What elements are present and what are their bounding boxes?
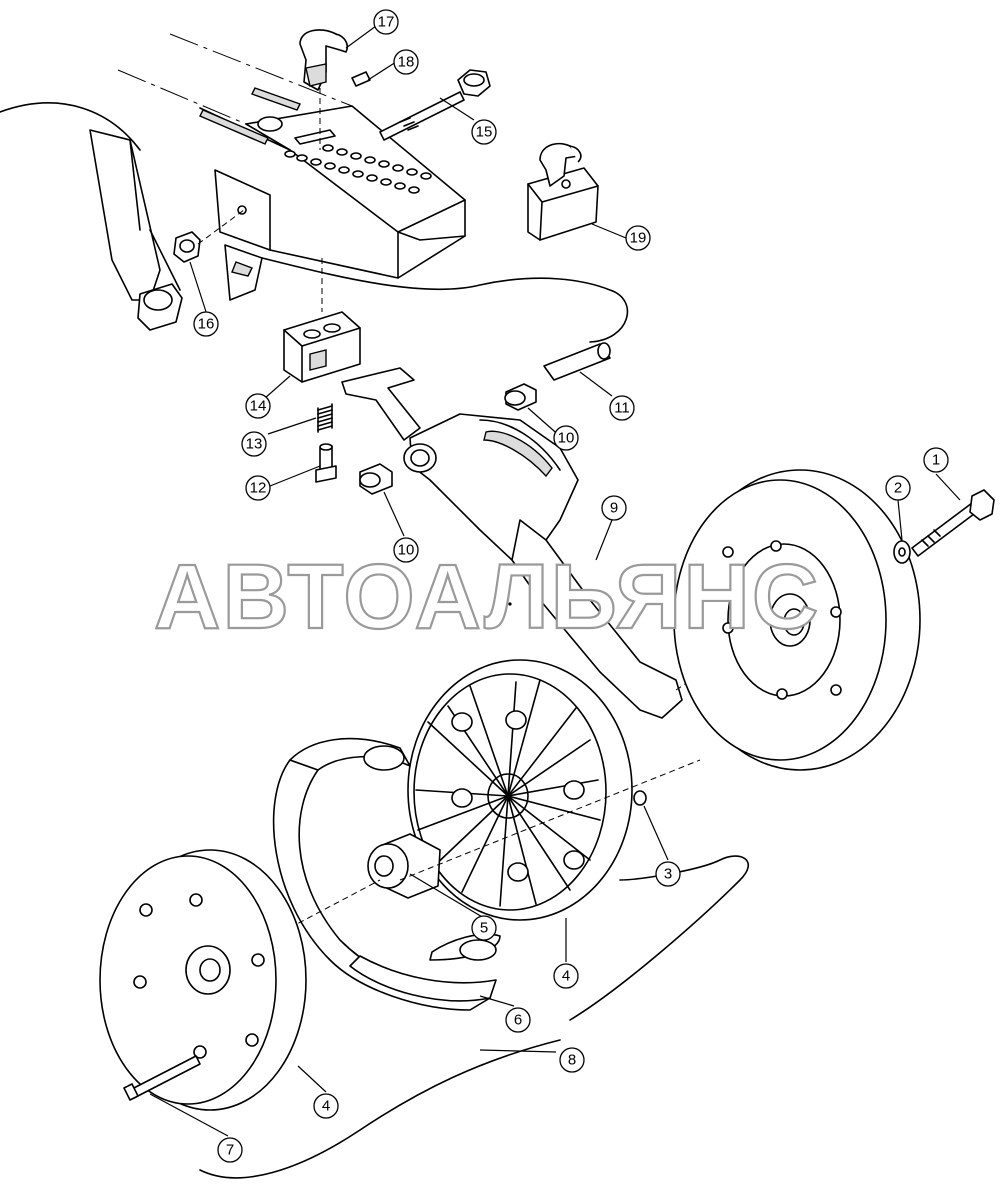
svg-text:18: 18	[398, 54, 415, 71]
svg-text:15: 15	[476, 124, 493, 141]
callout-7: 7	[217, 1137, 243, 1163]
svg-text:4: 4	[322, 1098, 330, 1115]
bracket-holes	[284, 144, 432, 194]
callout-17: 17	[373, 9, 399, 35]
watermark-text: АВТОАЛЬЯНС	[154, 546, 820, 648]
svg-text:2: 2	[894, 480, 902, 497]
callout-9: 9	[601, 495, 627, 521]
callout-19: 19	[625, 225, 651, 251]
callout-4-left-wheel: 4	[313, 1093, 339, 1119]
hub-wheel-4	[407, 659, 633, 921]
svg-text:4: 4	[562, 968, 570, 985]
callout-8: 8	[559, 1047, 585, 1073]
bushing-10-bottom	[359, 463, 393, 495]
arm-9	[341, 367, 781, 719]
washer-2	[893, 540, 911, 564]
svg-text:8: 8	[568, 1052, 576, 1069]
tire-6	[272, 737, 501, 1011]
callout-12: 12	[245, 475, 271, 501]
bolt-1	[911, 489, 995, 557]
nut-3	[633, 790, 647, 806]
bolt-15	[379, 69, 491, 141]
callout-5: 5	[471, 915, 497, 941]
spring-13	[317, 403, 333, 433]
left-wheel-4	[99, 849, 307, 1111]
callout-10-bottom: 10	[393, 537, 419, 563]
pin-12	[315, 443, 337, 483]
latch-handle-17	[299, 29, 371, 150]
leader-lines	[149, 25, 961, 1137]
callout-11: 11	[609, 395, 635, 421]
callout-1: 1	[923, 447, 949, 473]
svg-text:6: 6	[514, 1012, 522, 1029]
callout-4-hub: 4	[553, 963, 579, 989]
svg-text:5: 5	[480, 920, 488, 937]
callout-16: 16	[193, 311, 219, 337]
svg-text:9: 9	[610, 500, 618, 517]
callout-10-top: 10	[553, 425, 579, 451]
svg-text:7: 7	[226, 1142, 234, 1159]
frame-bracket	[0, 33, 629, 343]
svg-text:11: 11	[614, 400, 630, 417]
callout-6: 6	[505, 1007, 531, 1033]
svg-text:19: 19	[630, 230, 647, 247]
svg-text:1: 1	[932, 452, 940, 469]
svg-text:10: 10	[558, 430, 575, 447]
callout-18: 18	[393, 49, 419, 75]
svg-text:12: 12	[250, 480, 267, 497]
shaft-11	[543, 342, 611, 381]
callout-2: 2	[885, 475, 911, 501]
latch-assembly-19	[527, 142, 599, 241]
callout-13: 13	[241, 431, 267, 457]
svg-text:3: 3	[664, 866, 672, 883]
right-wheel	[673, 469, 921, 771]
svg-text:13: 13	[246, 436, 263, 453]
svg-text:16: 16	[198, 316, 215, 333]
svg-text:17: 17	[378, 14, 395, 31]
svg-text:14: 14	[250, 398, 267, 415]
bolt-7	[123, 1055, 201, 1101]
callout-14: 14	[245, 393, 271, 419]
block-14	[283, 258, 361, 383]
bushing-10-top	[504, 383, 537, 411]
svg-text:10: 10	[398, 542, 415, 559]
callout-3: 3	[655, 861, 681, 887]
callout-15: 15	[471, 119, 497, 145]
